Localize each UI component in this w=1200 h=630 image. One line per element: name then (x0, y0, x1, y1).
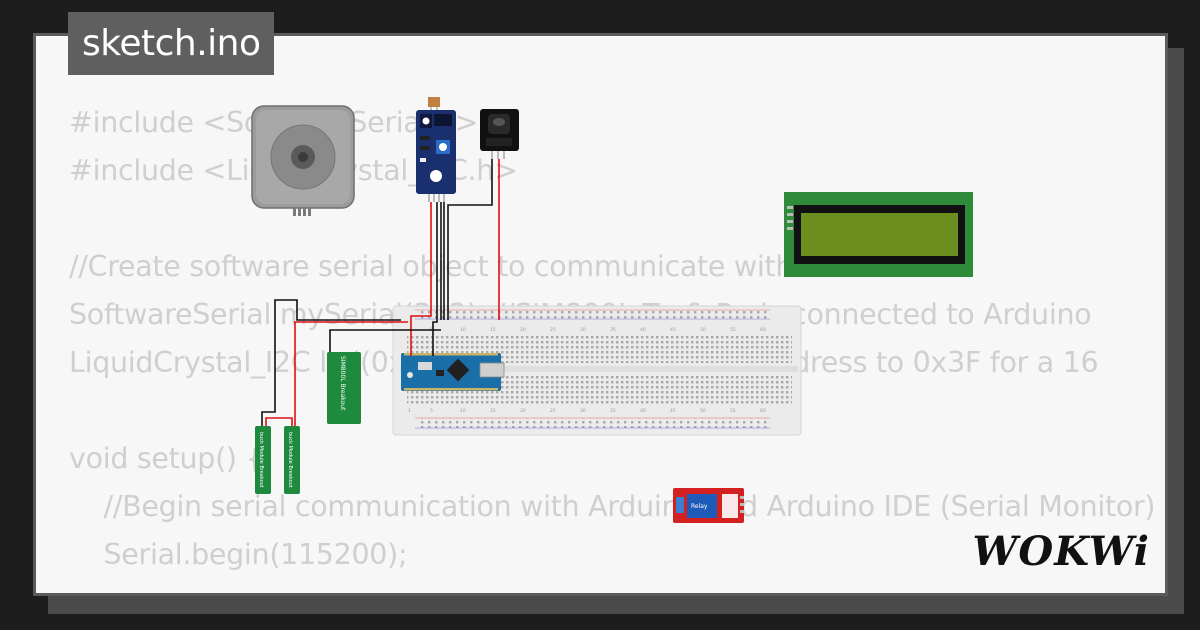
svg-text:5: 5 (430, 408, 433, 414)
wokwi-logo-text: WOKWi (972, 528, 1150, 575)
sim800l-breakout[interactable]: SIM800L Breakout (327, 352, 361, 424)
ir-receiver-module[interactable] (480, 109, 519, 159)
ldr-sensor-module[interactable] (416, 97, 456, 202)
svg-text:30: 30 (580, 327, 586, 333)
svg-text:45: 45 (670, 327, 676, 333)
svg-text:30: 30 (580, 408, 586, 414)
svg-text:15: 15 (490, 408, 496, 414)
svg-text:40: 40 (640, 327, 646, 333)
relay-label: Relay (691, 503, 708, 510)
sketch-filename-tab: sketch.ino (68, 12, 275, 75)
svg-text:35: 35 (610, 408, 616, 414)
relay-module[interactable]: Relay (673, 488, 744, 523)
code-line-5: SoftwareSerial mySerial(3, 2); //SIM800L… (69, 298, 1092, 331)
svg-text:55: 55 (730, 408, 736, 414)
lcd-16x2-display[interactable] (784, 192, 973, 277)
svg-text:15: 15 (490, 327, 496, 333)
buck-module-2[interactable]: buck Module Breakout (284, 426, 300, 494)
svg-text:50: 50 (700, 408, 706, 414)
svg-text:55: 55 (730, 327, 736, 333)
arduino-nano[interactable] (401, 353, 505, 391)
wokwi-logo: WOKWi (972, 528, 1150, 575)
svg-text:25: 25 (550, 327, 556, 333)
svg-text:60: 60 (760, 408, 766, 414)
svg-text:20: 20 (520, 327, 526, 333)
svg-text:20: 20 (520, 408, 526, 414)
svg-text:60: 60 (760, 327, 766, 333)
stepper-motor[interactable] (251, 105, 355, 216)
svg-text:40: 40 (640, 408, 646, 414)
svg-text:1: 1 (408, 408, 411, 414)
buck-module-1[interactable]: buck Module Breakout (255, 426, 271, 494)
svg-text:10: 10 (460, 327, 466, 333)
svg-text:25: 25 (550, 408, 556, 414)
buck-module-2-label: buck Module Breakout (287, 432, 293, 488)
wires (261, 159, 500, 426)
svg-text:50: 50 (700, 327, 706, 333)
code-line-8: void setup() { (69, 442, 264, 475)
sim800l-label: SIM800L Breakout (339, 356, 346, 411)
code-line-10: Serial.begin(115200); (86, 538, 408, 571)
code-line-9: //Begin serial communication with Arduin… (86, 490, 1156, 523)
svg-text:35: 35 (610, 327, 616, 333)
buck-module-1-label: buck Module Breakout (258, 432, 264, 488)
svg-text:45: 45 (670, 408, 676, 414)
svg-text:10: 10 (460, 408, 466, 414)
